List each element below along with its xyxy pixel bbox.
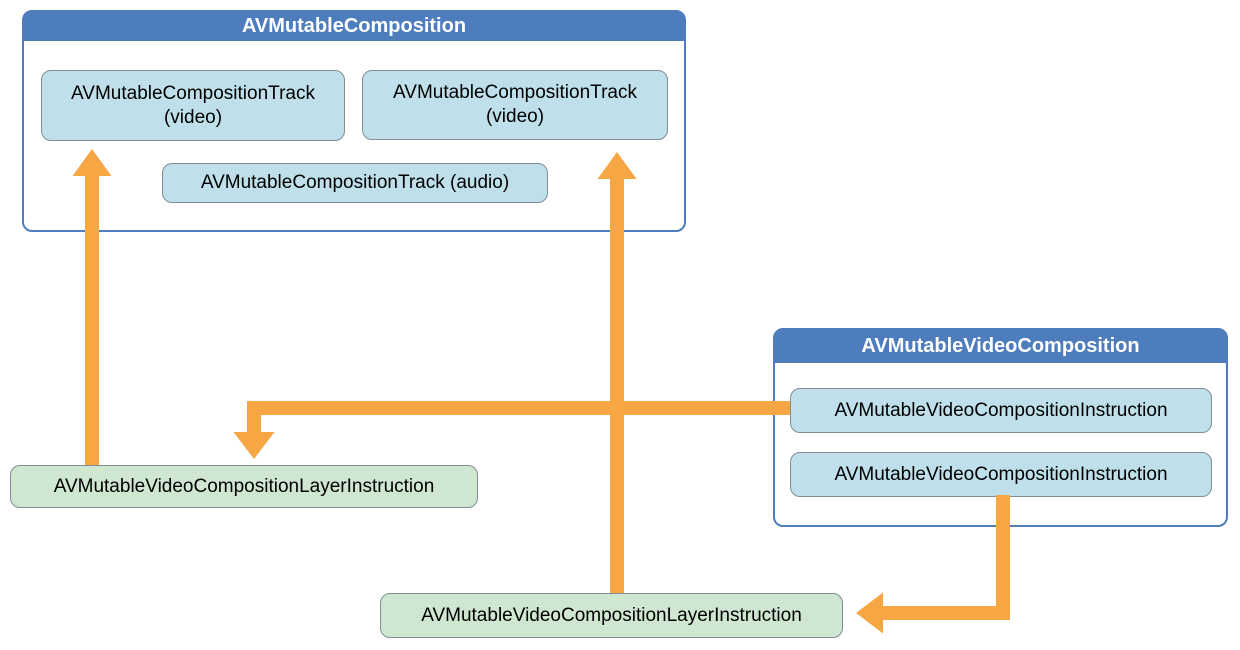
composition-track-video-2-sublabel: (video) — [485, 106, 545, 127]
composition-track-video-2: AVMutableCompositionTrack (video) — [362, 70, 668, 140]
video-composition-title: AVMutableVideoComposition — [861, 335, 1140, 357]
composition-track-video-1: AVMutableCompositionTrack (video) — [41, 70, 345, 141]
composition-track-video-1-sublabel: (video) — [163, 106, 223, 128]
layer-instruction-left-label: AVMutableVideoCompositionLayerInstructio… — [53, 475, 435, 497]
composition-title: AVMutableComposition — [241, 15, 467, 37]
composition-track-video-1-label: AVMutableCompositionTrack — [71, 82, 315, 104]
layer-instruction-left: AVMutableVideoCompositionLayerInstructio… — [10, 465, 478, 508]
video-composition-instruction-2-label: AVMutableVideoCompositionInstruction — [834, 463, 1168, 485]
composition-track-audio: AVMutableCompositionTrack (audio) — [162, 163, 548, 203]
composition-header: AVMutableComposition — [24, 12, 684, 43]
video-composition-instruction-1: AVMutableVideoCompositionInstruction — [790, 388, 1212, 433]
layer-instruction-bottom: AVMutableVideoCompositionLayerInstructio… — [380, 593, 843, 638]
composition-track-video-2-label: AVMutableCompositionTrack — [393, 82, 637, 104]
video-composition-instruction-2: AVMutableVideoCompositionInstruction — [790, 452, 1212, 497]
arrow-instruction1-to-layer-left — [233, 401, 790, 459]
video-composition-instruction-1-label: AVMutableVideoCompositionInstruction — [834, 399, 1168, 421]
composition-track-audio-label: AVMutableCompositionTrack (audio) — [200, 172, 510, 194]
video-composition-header: AVMutableVideoComposition — [775, 330, 1226, 365]
layer-instruction-bottom-label: AVMutableVideoCompositionLayerInstructio… — [421, 604, 802, 626]
